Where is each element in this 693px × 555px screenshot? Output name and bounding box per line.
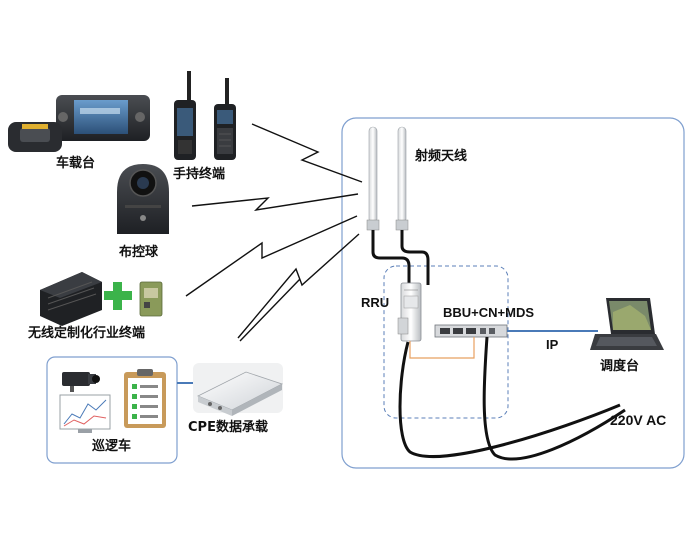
wireless-link-terminal xyxy=(185,215,358,297)
power-cable xyxy=(398,341,621,458)
wireless-link-patrol xyxy=(239,278,301,342)
cpe-label: CPE数据承载 xyxy=(188,420,268,435)
fiber-line xyxy=(409,337,475,359)
wireless-link-cpe xyxy=(237,233,360,339)
power-label: 220V AC xyxy=(610,412,667,428)
antenna-icon xyxy=(366,126,409,231)
antenna-label: 射频天线 xyxy=(415,149,468,164)
patrol-car-label: 巡逻车 xyxy=(92,439,132,454)
rru-icon xyxy=(397,282,422,342)
patrol-car-box xyxy=(46,356,178,464)
wireless-links xyxy=(185,123,363,342)
laptop-icon xyxy=(590,298,664,350)
wireless-terminal-icon xyxy=(40,272,102,326)
handheld-terminal-icon xyxy=(174,71,236,160)
base-station-dashed-box xyxy=(383,265,509,419)
monitor-chart-icon xyxy=(59,394,111,433)
handheld-terminal-label: 手持终端 xyxy=(173,167,226,182)
deploy-ball-label: 布控球 xyxy=(119,245,159,260)
system-box xyxy=(341,117,685,469)
module-icon xyxy=(139,281,163,317)
plus-icon xyxy=(104,282,132,310)
ip-label: IP xyxy=(546,337,559,352)
wireless-terminal-label: 无线定制化行业终端 xyxy=(28,326,146,341)
wireless-link-handheld xyxy=(251,123,363,183)
bbu-label: BBU+CN+MDS xyxy=(443,305,535,320)
cpe-icon xyxy=(193,363,284,416)
antenna-cable xyxy=(400,230,430,285)
rru-label: RRU xyxy=(361,295,390,310)
bbu-icon xyxy=(434,324,508,338)
vehicle-terminal-icon xyxy=(8,95,150,152)
wireless-link-deploy-ball xyxy=(191,193,359,212)
vehicle-terminal-label: 车载台 xyxy=(56,156,96,171)
antenna-cable xyxy=(371,230,411,285)
dispatch-label: 调度台 xyxy=(600,359,640,374)
power-cable xyxy=(482,336,626,461)
clipboard-icon xyxy=(124,369,166,428)
camera-icon xyxy=(62,372,100,392)
deploy-ball-icon xyxy=(117,164,169,234)
